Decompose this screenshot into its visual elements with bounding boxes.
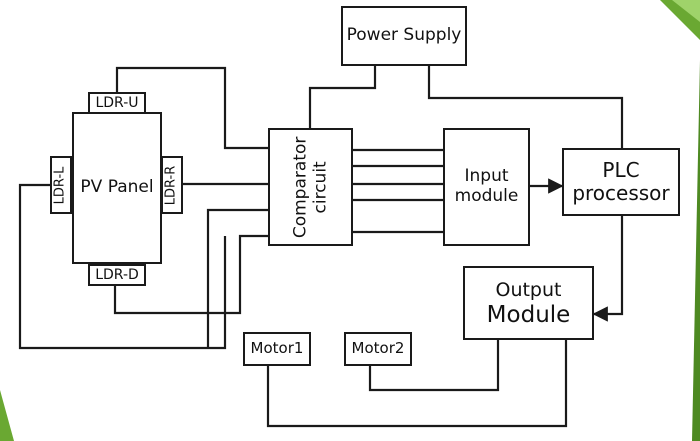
- pv-panel-label: PV Panel: [80, 177, 154, 198]
- input-module-label-line1: Input: [464, 166, 509, 187]
- output-module-label: Output Module: [487, 277, 571, 328]
- wire-ldr-l-comparator-branch: [206, 208, 268, 348]
- plc-processor-label-line2: processor: [572, 181, 670, 205]
- wire-power-plc: [427, 66, 624, 148]
- motor1-label: Motor1: [250, 339, 304, 358]
- power-supply-box: Power Supply: [341, 6, 467, 66]
- wire-power-comparator: [308, 66, 377, 128]
- input-module-label-line2: module: [454, 186, 519, 206]
- top-right-green-triangle-light: [672, 0, 700, 22]
- ldr-u-label: LDR-U: [95, 94, 139, 111]
- wire-plc-output: [592, 216, 624, 322]
- right-green-sliver: [692, 60, 700, 441]
- comparator-label-line2: circuit: [310, 160, 331, 214]
- wire-output-motor1: [266, 340, 568, 428]
- ldr-d-box: LDR-D: [88, 264, 146, 286]
- comparator-circuit-box: Comparator circuit: [268, 128, 353, 246]
- comparator-label-line1: Comparator: [290, 136, 311, 238]
- wire-ldr-d-comparator: [113, 234, 268, 315]
- plc-processor-label: PLC processor: [572, 159, 669, 205]
- ldr-r-label: LDR-R: [163, 165, 179, 205]
- input-module-box: Input module: [443, 128, 530, 246]
- bottom-left-green-triangle: [0, 390, 14, 441]
- wire-ldr-l-comparator: [18, 183, 227, 350]
- ldr-d-label: LDR-D: [95, 266, 139, 283]
- wire-output-motor2: [368, 340, 500, 392]
- motor1-box: Motor1: [243, 332, 311, 366]
- ldr-r-box: LDR-R: [161, 156, 183, 214]
- motor2-label: Motor2: [351, 339, 405, 358]
- input-module-label: Input module: [455, 167, 519, 206]
- ldr-u-box: LDR-U: [88, 92, 146, 114]
- output-module-label-line2: Module: [486, 302, 571, 329]
- output-module-box: Output Module: [463, 266, 594, 340]
- power-supply-label: Power Supply: [346, 25, 462, 46]
- motor2-box: Motor2: [344, 332, 412, 366]
- comparator-label: Comparator circuit: [290, 136, 331, 238]
- plc-processor-label-line1: PLC: [602, 158, 640, 182]
- ldr-l-box: LDR-L: [50, 156, 72, 214]
- wire-ldr-u-comparator: [115, 66, 268, 150]
- output-module-label-line1: Output: [495, 279, 562, 302]
- plc-processor-box: PLC processor: [562, 148, 680, 216]
- ldr-l-label: LDR-L: [52, 166, 68, 204]
- pv-panel-box: PV Panel: [72, 112, 162, 264]
